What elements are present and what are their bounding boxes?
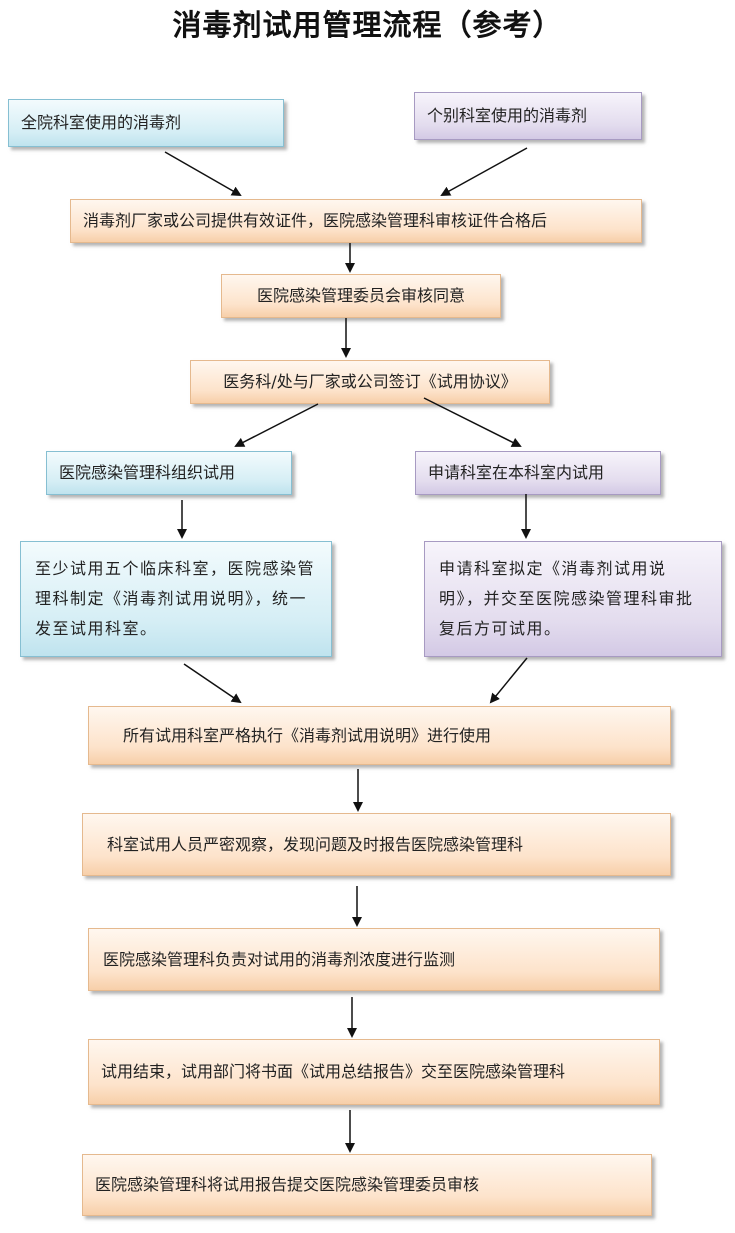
branch-left-box: 医院感染管理科组织试用	[46, 451, 292, 495]
committee-review-label: 医院感染管理委员会审核同意	[256, 286, 465, 305]
page-title: 消毒剂试用管理流程（参考）	[172, 8, 563, 42]
source-all-departments-box: 全院科室使用的消毒剂	[8, 99, 284, 147]
arrow-individual-to-vendor	[440, 147, 528, 196]
vendor-certificate-box: 消毒剂厂家或公司提供有效证件，医院感染管理科审核证件合格后	[70, 199, 642, 243]
finish-box: 试用结束，试用部门将书面《试用总结报告》交至医院感染管理科	[88, 1039, 660, 1105]
source-all-departments-label: 全院科室使用的消毒剂	[21, 113, 182, 132]
source-individual-department-label: 个别科室使用的消毒剂	[427, 106, 588, 125]
branch-left-label: 医院感染管理科组织试用	[59, 463, 236, 482]
sign-agreement-label: 医务科/处与厂家或公司签订《试用协议》	[223, 372, 517, 391]
observe-box: 科室试用人员严密观察，发现问题及时报告医院感染管理科	[82, 813, 671, 876]
finish-label: 试用结束，试用部门将书面《试用总结报告》交至医院感染管理科	[101, 1062, 566, 1081]
arrow-sign-to-left-branch	[234, 403, 319, 447]
detail-right-box: 申请科室拟定《消毒剂试用说明》，并交至医院感染管理科审批复后方可试用。	[424, 541, 722, 657]
submit-box: 医院感染管理科将试用报告提交医院感染管理委员审核	[82, 1154, 652, 1216]
execute-label: 所有试用科室严格执行《消毒剂试用说明》进行使用	[123, 725, 492, 745]
source-individual-department-box: 个别科室使用的消毒剂	[414, 92, 642, 140]
vendor-certificate-label: 消毒剂厂家或公司提供有效证件，医院感染管理科审核证件合格后	[83, 211, 548, 230]
execute-box: 所有试用科室严格执行《消毒剂试用说明》进行使用	[88, 706, 671, 765]
monitor-box: 医院感染管理科负责对试用的消毒剂浓度进行监测	[88, 928, 660, 991]
branch-right-label: 申请科室在本科室内试用	[428, 463, 605, 482]
observe-label: 科室试用人员严密观察，发现问题及时报告医院感染管理科	[107, 834, 524, 854]
detail-left-box: 至少试用五个临床科室，医院感染管理科制定《消毒剂试用说明》，统一发至试用科室。	[20, 541, 332, 657]
detail-left-label: 至少试用五个临床科室，医院感染管理科制定《消毒剂试用说明》，统一发至试用科室。	[35, 559, 316, 638]
committee-review-box: 医院感染管理委员会审核同意	[221, 274, 501, 318]
sign-agreement-box: 医务科/处与厂家或公司签订《试用协议》	[190, 360, 550, 404]
submit-label: 医院感染管理科将试用报告提交医院感染管理委员审核	[95, 1175, 480, 1194]
arrow-all-to-vendor	[164, 151, 242, 196]
arrow-sign-to-right-branch	[423, 397, 522, 447]
arrow-right-detail-to-execute	[489, 657, 528, 704]
monitor-label: 医院感染管理科负责对试用的消毒剂浓度进行监测	[103, 949, 456, 969]
arrow-left-detail-to-execute	[183, 663, 242, 704]
detail-right-label: 申请科室拟定《消毒剂试用说明》，并交至医院感染管理科审批复后方可试用。	[439, 559, 694, 638]
branch-right-box: 申请科室在本科室内试用	[415, 451, 661, 495]
